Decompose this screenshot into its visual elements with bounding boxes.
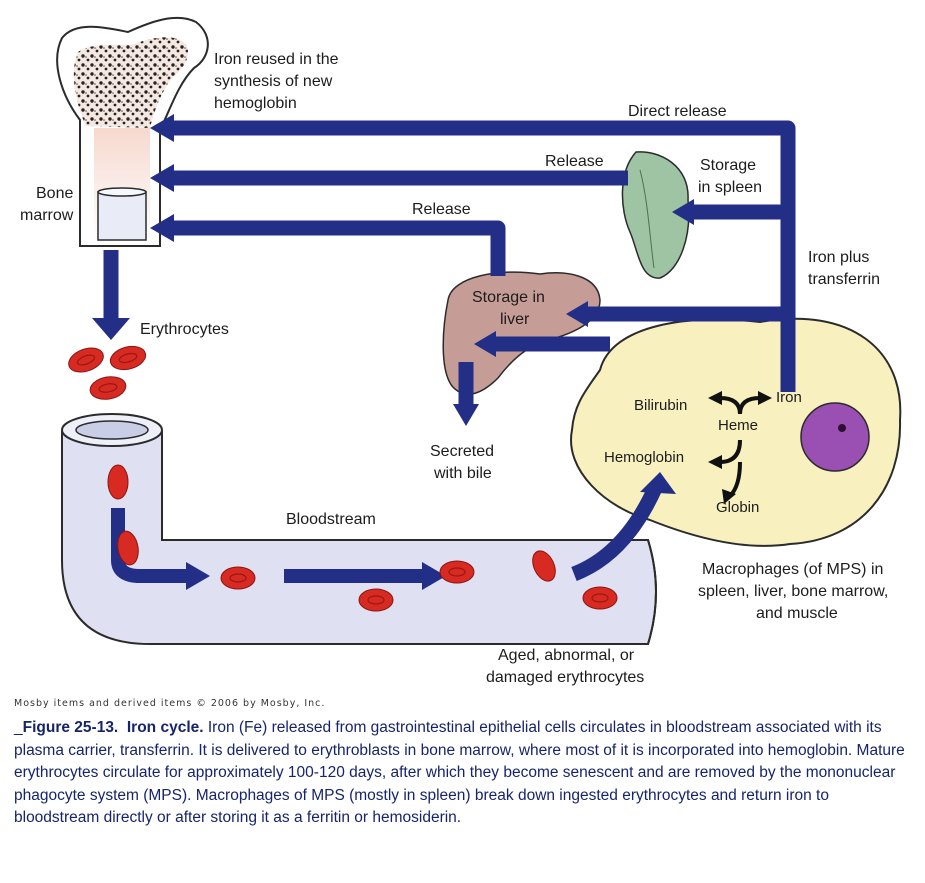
caption-figure-number: Figure 25-13. — [22, 719, 119, 736]
svg-text:Macrophages (of MPS) in: Macrophages (of MPS) in — [702, 561, 883, 578]
label-macrophages: Macrophages (of MPS) in spleen, liver, b… — [698, 561, 888, 622]
rbc-centers — [76, 352, 609, 605]
label-storage-liver: Storage in liver — [472, 289, 545, 328]
svg-text:Secreted: Secreted — [430, 443, 494, 460]
rbc — [107, 464, 129, 500]
macrophage-nucleus — [800, 402, 870, 472]
label-aged-erythrocytes: Aged, abnormal, or damaged erythrocytes — [486, 647, 644, 686]
label-globin: Globin — [716, 499, 759, 516]
bone — [56, 16, 209, 247]
svg-text:in spleen: in spleen — [698, 179, 762, 196]
rbc — [532, 550, 556, 582]
label-bilirubin: Bilirubin — [634, 397, 687, 414]
arrowhead-bilirubin — [474, 331, 496, 357]
svg-text:Aged, abnormal, or: Aged, abnormal, or — [498, 647, 635, 664]
svg-text:marrow: marrow — [20, 207, 74, 224]
rbc — [117, 530, 139, 566]
svg-text:liver: liver — [500, 311, 530, 328]
iron-cycle-diagram: Iron reused in the synthesis of new hemo… — [14, 16, 902, 709]
svg-text:Iron reused in the: Iron reused in the — [214, 51, 339, 68]
label-release-spleen: Release — [545, 153, 604, 170]
caption-prefix: _ — [14, 719, 23, 736]
rbc — [220, 566, 256, 590]
svg-text:Bone: Bone — [36, 185, 73, 202]
label-heme: Heme — [718, 417, 758, 434]
svg-text:Storage: Storage — [700, 157, 756, 174]
spongy-bone-region — [73, 37, 189, 128]
arrowhead-erythrocytes — [92, 318, 130, 340]
arrowhead-spleen-release — [150, 164, 174, 192]
rbc — [582, 586, 618, 610]
label-bone-marrow: Bone marrow — [20, 185, 74, 224]
bloodstream-flow-arrows — [111, 508, 446, 590]
figure-caption: _Figure 25-13. Iron cycle. Iron (Fe) rel… — [14, 717, 914, 830]
rbc — [89, 376, 127, 400]
label-release-liver: Release — [412, 201, 471, 218]
svg-text:Iron plus: Iron plus — [808, 249, 869, 266]
label-secreted-with-bile: Secreted with bile — [430, 443, 494, 482]
svg-text:transferrin: transferrin — [808, 271, 880, 288]
label-iron-reused: Iron reused in the synthesis of new hemo… — [214, 51, 339, 112]
direct-release-arrow-path — [170, 120, 796, 392]
arrowheads — [92, 114, 694, 494]
label-iron: Iron — [776, 389, 802, 406]
svg-text:with bile: with bile — [433, 465, 492, 482]
aged-erythrocyte-arrow-path — [571, 482, 663, 581]
arrowhead-to-macrophage — [640, 472, 676, 494]
svg-text:synthesis of new: synthesis of new — [214, 73, 333, 90]
caption-body: Iron (Fe) released from gastrointestinal… — [14, 719, 905, 826]
rbc — [109, 345, 147, 371]
svg-text:and muscle: and muscle — [756, 605, 838, 622]
rbc — [358, 588, 394, 612]
copyright-credit: Mosby items and derived items © 2006 by … — [14, 698, 325, 709]
heme-split-arrows — [719, 396, 761, 498]
arrowhead-to-spleen — [672, 199, 694, 225]
label-iron-plus-transferrin: Iron plus transferrin — [808, 249, 880, 288]
caption-title: Iron cycle. — [126, 719, 204, 736]
rbc — [439, 560, 475, 584]
rbc — [68, 347, 104, 373]
svg-text:damaged erythrocytes: damaged erythrocytes — [486, 669, 644, 686]
spleen — [621, 151, 690, 279]
arrowhead-direct-release — [150, 114, 174, 142]
liver-release-arrow-path — [170, 220, 506, 276]
label-bloodstream: Bloodstream — [286, 511, 376, 528]
svg-text:Storage in: Storage in — [472, 289, 545, 306]
arrowhead-to-liver — [566, 301, 588, 327]
red-blood-cells — [68, 345, 618, 612]
heme-split-arrowheads — [708, 391, 772, 504]
blood-vessel — [61, 413, 657, 645]
label-direct-release: Direct release — [628, 103, 727, 120]
arrowhead-liver-release — [150, 214, 174, 242]
label-erythrocytes: Erythrocytes — [140, 321, 229, 338]
svg-text:hemoglobin: hemoglobin — [214, 95, 297, 112]
arrowhead-bile — [453, 404, 479, 426]
svg-text:spleen, liver, bone marrow,: spleen, liver, bone marrow, — [698, 583, 888, 600]
label-hemoglobin: Hemoglobin — [604, 449, 684, 466]
label-storage-spleen: Storage in spleen — [698, 157, 762, 196]
